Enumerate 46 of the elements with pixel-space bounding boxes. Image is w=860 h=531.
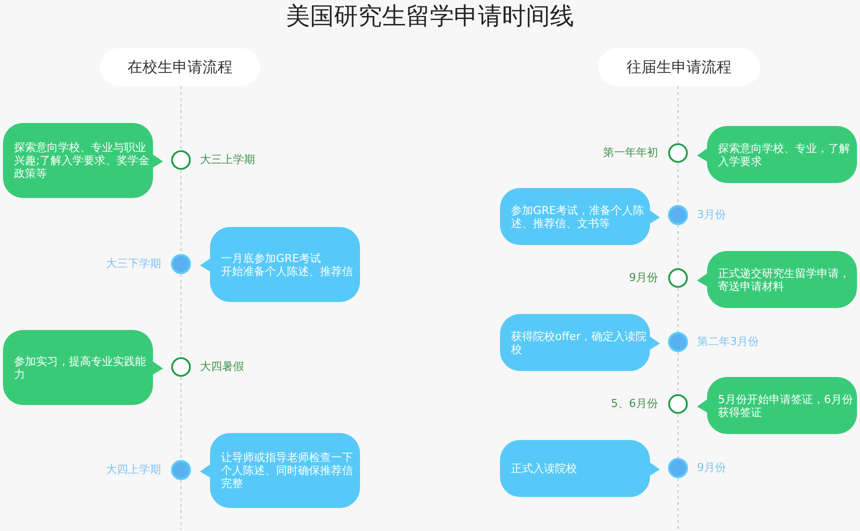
timeline-ring bbox=[171, 357, 191, 377]
date-label: 9月份 bbox=[629, 271, 658, 285]
date-label: 第二年3月份 bbox=[697, 335, 759, 349]
event-text: 探索意向学校、专业与职业兴趣;了解入学要求、奖学金政策等 bbox=[14, 141, 151, 180]
date-label: 大三上学期 bbox=[200, 153, 255, 167]
date-label: 大四暑假 bbox=[200, 360, 244, 374]
date-label: 第一年年初 bbox=[603, 146, 658, 160]
timeline-line bbox=[677, 225, 679, 268]
event-text: 正式入读院校 bbox=[511, 462, 578, 475]
timeline-line bbox=[180, 170, 182, 254]
flow-heading: 往届生申请流程 bbox=[598, 48, 760, 86]
event-text: 开始准备个人陈述、推荐信 bbox=[221, 264, 354, 278]
timeline-line bbox=[677, 163, 679, 205]
timeline-ring bbox=[171, 150, 191, 170]
date-label: 5、6月份 bbox=[611, 397, 658, 411]
timeline-line bbox=[180, 480, 182, 529]
event-text: 参加GRE考试，准备个人陈述、推荐信、文书等 bbox=[511, 204, 646, 230]
event-text: 一月底参加GRE考试 bbox=[221, 252, 322, 264]
flow-heading: 在校生申请流程 bbox=[100, 48, 260, 86]
event-text: 获得院校offer，确定入读院校 bbox=[511, 330, 648, 356]
timeline-dot bbox=[171, 460, 191, 480]
timeline-dot bbox=[668, 458, 688, 478]
event-text: 让导师或指导老师检查一下个人陈述、同时确保推荐信完整 bbox=[221, 451, 354, 490]
date-label: 大四上学期 bbox=[106, 463, 161, 477]
date-label: 大三下学期 bbox=[106, 257, 161, 271]
timeline-dot bbox=[668, 332, 688, 352]
timeline-ring bbox=[668, 143, 688, 163]
timeline-line bbox=[677, 352, 679, 394]
timeline-dot bbox=[171, 254, 191, 274]
timeline-line bbox=[677, 414, 679, 458]
event-text: 参加实习，提高专业实践能力 bbox=[14, 354, 147, 380]
event-text: 探索意向学校、专业，了解入学要求 bbox=[718, 142, 851, 168]
timeline-ring bbox=[668, 394, 688, 414]
timeline-line bbox=[677, 86, 679, 143]
timeline-line bbox=[180, 274, 182, 357]
timeline-line bbox=[677, 288, 679, 332]
title: 美国研究生留学申请时间线 bbox=[286, 1, 574, 31]
timeline-line bbox=[180, 86, 182, 150]
timeline-line bbox=[180, 377, 182, 460]
date-label: 9月份 bbox=[697, 461, 726, 475]
event-text: 5月份开始申请签证，6月份获得签证 bbox=[718, 392, 854, 418]
event-text: 正式递交研究生留学申请，寄送申请材料 bbox=[718, 266, 851, 292]
timeline-dot bbox=[668, 205, 688, 225]
timeline-line bbox=[677, 478, 679, 529]
timeline-ring bbox=[668, 268, 688, 288]
date-label: 3月份 bbox=[697, 208, 726, 222]
